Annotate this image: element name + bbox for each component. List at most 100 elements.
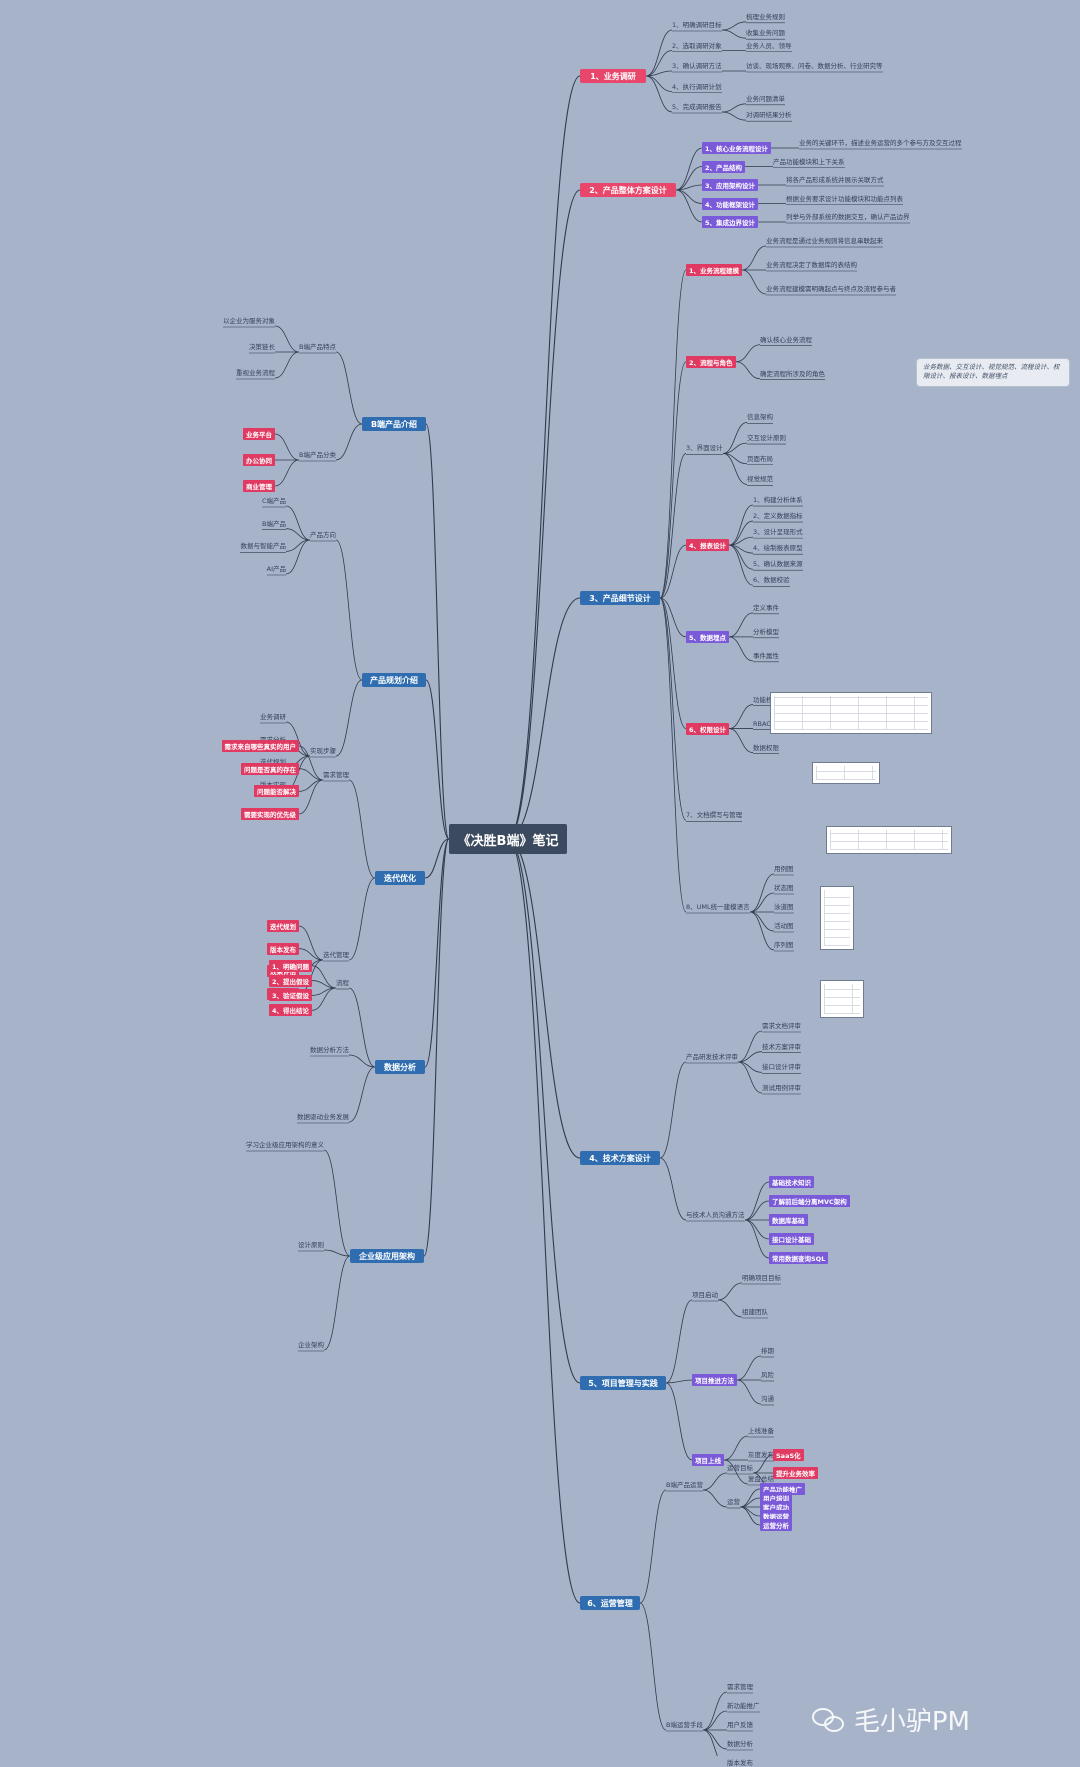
central-topic[interactable]: 《决胜B端》笔记 xyxy=(449,824,567,854)
tag-node[interactable]: 商业管理 xyxy=(243,480,275,492)
node-text[interactable]: 2、定义数据指标 xyxy=(753,512,803,521)
node-text[interactable]: 用户反馈 xyxy=(727,1721,753,1729)
tag-node[interactable]: 1、明确问题 xyxy=(268,959,312,972)
node-text[interactable]: B端产品运营 xyxy=(666,1481,703,1489)
node-text[interactable]: 3、确认调研方法 xyxy=(672,62,722,70)
node-text[interactable]: 8、UML统一建模语言 xyxy=(686,903,750,911)
node-text[interactable]: 技术方案评审 xyxy=(762,1042,801,1051)
node-text[interactable]: 新功能推广 xyxy=(727,1702,760,1710)
node-text[interactable]: 排期 xyxy=(761,1347,774,1355)
node-text[interactable]: 业务的关键环节，描述业务运营的多个参与方及交互过程 xyxy=(799,139,962,147)
node-text[interactable]: 复盘总结 xyxy=(748,1475,774,1483)
node-text[interactable]: 重视业务流程 xyxy=(236,369,275,377)
node-text[interactable]: 接口设计评审 xyxy=(762,1063,801,1072)
node-text[interactable]: 业务流程建模需明确起点与终点及流程参与者 xyxy=(766,285,896,293)
node-text[interactable]: 6、数据校验 xyxy=(753,576,790,585)
node-text[interactable]: 项目启动 xyxy=(692,1291,718,1299)
node-text[interactable]: B端产品特点 xyxy=(299,343,336,351)
node-text[interactable]: 视觉规范 xyxy=(747,475,773,484)
tag-node[interactable]: 3、应用架构设计 xyxy=(702,179,759,191)
tag-node[interactable]: 了解前后端分离MVC架构 xyxy=(769,1195,850,1207)
tag-node[interactable]: 运营分析 xyxy=(760,1519,792,1531)
node-text[interactable]: 与技术人员沟通方法 xyxy=(686,1211,745,1219)
node-text[interactable]: 设计原则 xyxy=(298,1241,324,1249)
node-text[interactable]: 版本发布 xyxy=(727,1759,753,1767)
node-text[interactable]: 确定流程所涉及的角色 xyxy=(760,369,825,378)
tag-node[interactable]: 3、验证假设 xyxy=(268,989,312,1002)
node-text[interactable]: 对调研结果分析 xyxy=(746,111,792,120)
node-text[interactable]: 7、文档撰写与管理 xyxy=(686,811,743,820)
branch-b5[interactable]: 5、项目管理与实践 xyxy=(580,1376,666,1390)
node-text[interactable]: 产品功能模块和上下关系 xyxy=(773,157,845,166)
node-text[interactable]: B端运营手段 xyxy=(666,1721,703,1729)
tag-node[interactable]: 业务平台 xyxy=(243,428,275,440)
branch-bL3[interactable]: 迭代优化 xyxy=(375,871,425,885)
node-text[interactable]: 运营 xyxy=(727,1498,740,1506)
node-text[interactable]: B端产品 xyxy=(262,519,286,528)
tag-node[interactable]: 需要实现的优先级 xyxy=(241,808,299,820)
tag-node[interactable]: 需求来自哪些真实的用户 xyxy=(221,740,299,752)
node-text[interactable]: 根据业务要求设计功能模块和功能点列表 xyxy=(786,194,903,203)
node-text[interactable]: 5、确认数据来源 xyxy=(753,560,803,569)
branch-b2[interactable]: 2、产品整体方案设计 xyxy=(580,183,676,197)
tag-node[interactable]: 2、产品结构 xyxy=(702,160,746,173)
tag-node[interactable]: 5、集成边界设计 xyxy=(702,216,759,228)
tag-node[interactable]: 基础技术知识 xyxy=(769,1176,814,1188)
node-text[interactable]: 企业架构 xyxy=(298,1341,324,1349)
node-text[interactable]: 业务问题清单 xyxy=(746,94,785,103)
node-text[interactable]: AI产品 xyxy=(266,565,286,573)
node-text[interactable]: 灰度发布 xyxy=(748,1451,774,1459)
tag-node[interactable]: 项目上线 xyxy=(692,1454,724,1466)
node-text[interactable]: 将各产品形成系统并展示关联方式 xyxy=(786,176,884,184)
node-text[interactable]: 数据分析方法 xyxy=(310,1046,349,1054)
tag-node[interactable]: 2、流程与角色 xyxy=(686,355,736,368)
tag-node[interactable]: 6、权限设计 xyxy=(686,722,730,735)
node-text[interactable]: 明确项目目标 xyxy=(742,1274,781,1282)
node-text[interactable]: 梳理业务规则 xyxy=(746,12,785,21)
node-text[interactable]: 测试用例评审 xyxy=(762,1084,801,1092)
node-text[interactable]: 交互设计原则 xyxy=(747,434,786,443)
node-text[interactable]: 需求管理 xyxy=(727,1683,753,1691)
node-text[interactable]: 数据权限 xyxy=(753,743,779,752)
node-text[interactable]: C端产品 xyxy=(261,497,286,505)
tag-node[interactable]: 1、业务流程建模 xyxy=(686,264,743,276)
node-text[interactable]: 泳道图 xyxy=(774,903,794,911)
node-text[interactable]: 学习企业级应用架构的意义 xyxy=(246,1141,324,1149)
node-text[interactable]: 决策链长 xyxy=(249,343,275,351)
node-text[interactable]: 用例图 xyxy=(774,865,794,873)
tag-node[interactable]: 办公协同 xyxy=(243,454,275,466)
node-text[interactable]: 组建团队 xyxy=(742,1308,768,1316)
branch-b6[interactable]: 6、运营管理 xyxy=(580,1596,640,1610)
tag-node[interactable]: 4、报表设计 xyxy=(686,539,730,552)
node-text[interactable]: 流程 xyxy=(336,979,349,987)
node-text[interactable]: 产品方向 xyxy=(310,531,336,539)
node-text[interactable]: 数据驱动业务发展 xyxy=(297,1113,349,1121)
branch-b3[interactable]: 3、产品细节设计 xyxy=(580,591,660,605)
node-text[interactable]: 需求分析 xyxy=(260,736,286,744)
branch-bL4[interactable]: 数据分析 xyxy=(375,1060,425,1074)
node-text[interactable]: 业务调研 xyxy=(260,713,286,721)
tag-node[interactable]: 问题是否真的存在 xyxy=(241,762,299,775)
node-text[interactable]: 3、界面设计 xyxy=(686,444,723,453)
node-text[interactable]: 列举与外部系统的数据交互，确认产品边界 xyxy=(786,213,910,221)
node-text[interactable]: 1、构建分析体系 xyxy=(753,496,803,505)
tag-node[interactable]: 项目推进方法 xyxy=(692,1374,737,1386)
node-text[interactable]: 确认核心业务流程 xyxy=(760,335,812,344)
node-text[interactable]: 2、选取调研对象 xyxy=(672,41,722,50)
node-text[interactable]: 活动图 xyxy=(774,922,794,930)
branch-bL1[interactable]: B端产品介绍 xyxy=(362,417,426,431)
node-text[interactable]: 4、执行调研计划 xyxy=(672,82,722,91)
node-text[interactable]: 1、明确调研目标 xyxy=(672,21,722,29)
tag-node[interactable]: 5、数据埋点 xyxy=(686,630,730,643)
node-text[interactable]: 收集业务问题 xyxy=(746,29,785,38)
node-text[interactable]: 页面布局 xyxy=(747,454,773,463)
tag-node[interactable]: 常用数据查询SQL xyxy=(769,1252,829,1264)
node-text[interactable]: 业务流程决定了数据库的表结构 xyxy=(766,261,857,269)
node-text[interactable]: 3、设计呈现形式 xyxy=(753,528,803,537)
node-text[interactable]: 业务人员、领导 xyxy=(746,41,792,50)
node-text[interactable]: 实现步骤 xyxy=(310,747,336,755)
node-text[interactable]: 序列图 xyxy=(774,941,794,949)
node-text[interactable]: 业务流程是通过业务规则将信息串联起来 xyxy=(766,237,883,245)
tag-node[interactable]: 4、得出结论 xyxy=(268,1004,312,1017)
node-text[interactable]: 迭代管理 xyxy=(323,951,349,959)
